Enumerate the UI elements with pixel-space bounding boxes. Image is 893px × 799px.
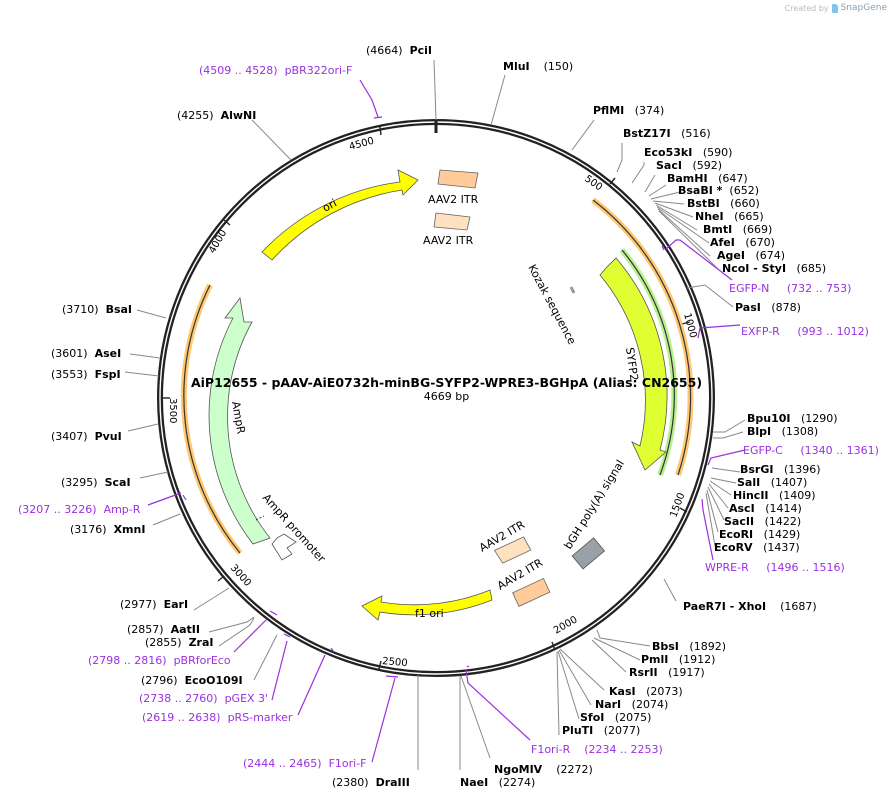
site-label[interactable]: (3553) FspI xyxy=(51,368,121,381)
site-label[interactable]: BsaBI * (652) xyxy=(678,184,760,197)
site-label[interactable]: PluTI (2077) xyxy=(562,724,641,737)
site-label[interactable]: AgeI (674) xyxy=(717,249,786,262)
snapgene-logo-icon xyxy=(831,3,838,13)
site-label[interactable]: Eco53kI (590) xyxy=(644,146,733,159)
primer-label[interactable]: (2738 .. 2760) pGEX 3' xyxy=(139,692,269,705)
site-label[interactable]: PaeR7I - XhoI (1687) xyxy=(683,600,817,613)
site-label[interactable]: BstZ17I (516) xyxy=(623,127,711,140)
plasmid-title: AiP12655 - pAAV-AiE0732h-minBG-SYFP2-WPR… xyxy=(190,375,703,390)
primer-lines xyxy=(147,79,746,763)
site-label[interactable]: (2855) ZraI xyxy=(145,636,214,649)
feature-syfp2 xyxy=(599,257,668,471)
feature-label-ampr-promoter: AmpR promoter xyxy=(260,491,328,565)
feature-ampr-promoter xyxy=(271,533,297,561)
site-label[interactable]: AfeI (670) xyxy=(710,236,775,249)
ticks xyxy=(163,126,691,670)
feature-aav2-itr-4 xyxy=(512,577,551,607)
site-label[interactable]: NcoI - StyI (685) xyxy=(722,262,827,275)
site-label[interactable]: SalI (1407) xyxy=(737,476,808,489)
site-label[interactable]: (2796) EcoO109I xyxy=(141,674,243,687)
site-label[interactable]: NarI (2074) xyxy=(595,698,669,711)
feature-ampr xyxy=(208,297,271,545)
feature-aav2-itr-1 xyxy=(437,169,479,189)
feature-green-arc xyxy=(619,248,678,477)
snapgene-credit: Created by SnapGene xyxy=(785,3,887,13)
site-label[interactable]: (2977) EarI xyxy=(120,598,189,611)
site-label[interactable]: RsrII (1917) xyxy=(629,666,705,679)
site-label[interactable]: (3710) BsaI xyxy=(62,303,133,316)
feature-orange-arc-right xyxy=(591,197,694,476)
site-label[interactable]: (4664) PciI xyxy=(366,44,433,57)
site-label[interactable]: EcoRI (1429) xyxy=(719,528,801,541)
site-label[interactable]: MluI (150) xyxy=(503,60,574,73)
feature-aav2-itr-2 xyxy=(433,212,471,231)
site-label[interactable]: (2380) DraIII xyxy=(332,776,410,789)
primer-label[interactable]: F1ori-R (2234 .. 2253) xyxy=(531,743,663,756)
site-label[interactable]: SfoI (2075) xyxy=(580,711,652,724)
site-label[interactable]: KasI (2073) xyxy=(609,685,683,698)
credit-brand: SnapGene xyxy=(840,3,887,13)
site-label[interactable]: (3407) PvuI xyxy=(51,430,122,443)
site-label[interactable]: BamHI (647) xyxy=(667,172,748,185)
feature-orange-arc-left xyxy=(180,283,243,555)
site-label[interactable]: Bpu10I (1290) xyxy=(747,412,838,425)
feature-f1-ori xyxy=(361,589,493,621)
feature-kozak xyxy=(569,286,576,294)
feature-ori xyxy=(261,169,419,261)
primer-label[interactable]: (4509 .. 4528) pBR322ori-F xyxy=(199,64,353,77)
site-label[interactable]: (2857) AatII xyxy=(127,623,200,636)
site-label[interactable]: BmtI (669) xyxy=(703,223,773,236)
tick-label: 3500 xyxy=(167,398,178,423)
primer-label[interactable]: EGFP-N (732 .. 753) xyxy=(729,282,852,295)
site-label[interactable]: BstBI (660) xyxy=(687,197,760,210)
site-label[interactable]: BbsI (1892) xyxy=(652,640,726,653)
primer-label[interactable]: (2798 .. 2816) pBRforEco xyxy=(88,654,231,667)
site-label[interactable]: AscI (1414) xyxy=(729,502,802,515)
site-label[interactable]: PmlI (1912) xyxy=(641,653,716,666)
feature-bgh-polya xyxy=(571,537,606,570)
site-label[interactable]: NgoMIV (2272) xyxy=(494,763,593,776)
site-label[interactable]: BsrGI (1396) xyxy=(740,463,821,476)
feature-label-kozak: Kozak sequence xyxy=(525,262,578,347)
feature-label-bgh-polya: bGH poly(A) signal xyxy=(562,458,627,552)
site-label[interactable]: (3601) AseI xyxy=(51,347,122,360)
site-label[interactable]: PflMI (374) xyxy=(593,104,665,117)
site-label[interactable]: NaeI (2274) xyxy=(460,776,536,789)
site-label[interactable]: HincII (1409) xyxy=(733,489,816,502)
primer-label[interactable]: WPRE-R (1496 .. 1516) xyxy=(705,561,845,574)
feature-label-aav2-itr-1: AAV2 ITR xyxy=(428,193,479,206)
primer-label[interactable]: EGFP-C (1340 .. 1361) xyxy=(743,444,879,457)
feature-label-syfp2: SYFP2 xyxy=(623,347,641,382)
site-label[interactable]: BlpI (1308) xyxy=(747,425,819,438)
feature-aav2-itr-3 xyxy=(493,536,532,564)
plasmid-length: 4669 bp xyxy=(423,390,470,403)
site-label[interactable]: (3176) XmnI xyxy=(70,523,146,536)
primer-label[interactable]: (3207 .. 3226) Amp-R xyxy=(18,503,141,516)
primer-label[interactable]: (2444 .. 2465) F1ori-F xyxy=(243,757,367,770)
feature-label-f1-ori: f1 ori xyxy=(415,607,444,620)
tick-label: 4500 xyxy=(348,136,375,153)
site-lines xyxy=(124,59,746,770)
site-label[interactable]: NheI (665) xyxy=(695,210,764,223)
feature-label-ampr: AmpR xyxy=(229,400,248,435)
tick-label: 2500 xyxy=(382,656,408,669)
primer-label[interactable]: EXFP-R (993 .. 1012) xyxy=(741,325,869,338)
site-label[interactable]: SacII (1422) xyxy=(724,515,802,528)
site-label[interactable]: (4255) AlwNI xyxy=(177,109,257,122)
site-label[interactable]: (3295) ScaI xyxy=(61,476,131,489)
site-label[interactable]: EcoRV (1437) xyxy=(714,541,800,554)
feature-label-aav2-itr-2: AAV2 ITR xyxy=(423,234,474,247)
primer-label[interactable]: (2619 .. 2638) pRS-marker xyxy=(142,711,293,724)
site-label[interactable]: SacI (592) xyxy=(656,159,723,172)
credit-prefix: Created by xyxy=(784,3,829,13)
site-label[interactable]: PasI (878) xyxy=(735,301,801,314)
feature-label-ori: ori xyxy=(320,196,339,214)
